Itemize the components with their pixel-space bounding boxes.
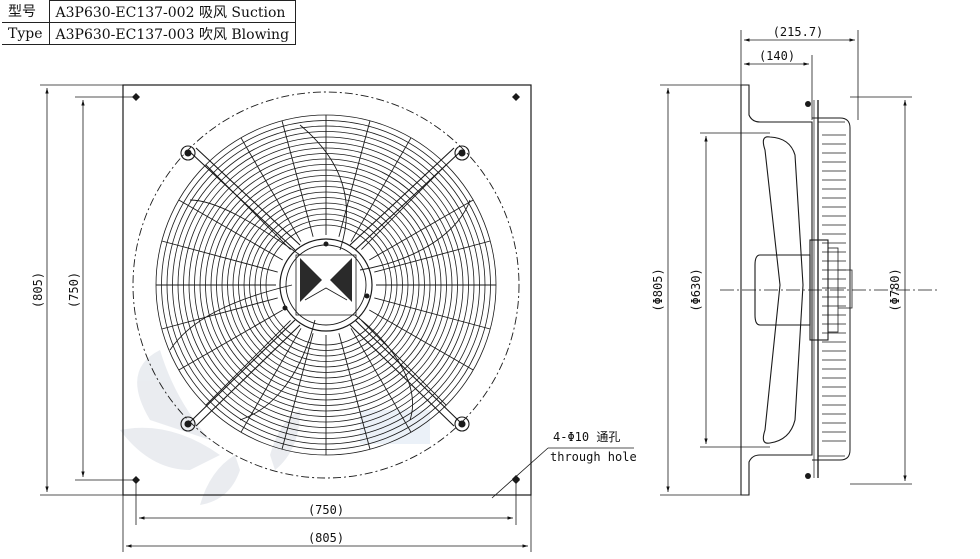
guard-strut [281, 333, 314, 450]
guard-strut [205, 164, 291, 250]
side-panel-flange [740, 84, 813, 496]
guard-strut [369, 199, 474, 261]
side-dimensions [660, 30, 912, 496]
guard-strut [361, 164, 447, 250]
dim-front-height-inner: (750) [67, 272, 81, 308]
dim-side-diameter-blade: (Φ630) [689, 268, 703, 311]
dim-front-height-outer: (805) [31, 272, 45, 308]
hole-note-count: 4-Φ10 通孔 [553, 430, 620, 444]
side-blade [762, 136, 804, 444]
hole-note-text: through hole [550, 450, 637, 464]
dim-side-diameter-outer: (Φ805) [651, 268, 665, 311]
guard-strut [178, 199, 283, 261]
guard-strut [374, 297, 491, 330]
spec-row: Type A3P630-EC137-003 吹风 Blowing [2, 22, 297, 45]
spec-row: 型号 A3P630-EC137-002 吸风 Suction [2, 0, 297, 23]
mounting-panel [122, 84, 532, 496]
spec-value: A3P630-EC137-003 吹风 Blowing [48, 22, 297, 45]
spec-value: A3P630-EC137-002 吸风 Suction [48, 0, 297, 23]
guard-strut [361, 320, 447, 406]
blade-sweep-circle [132, 91, 520, 479]
guard-strut [205, 320, 291, 406]
spec-table: 型号 A3P630-EC137-002 吸风 Suction Type A3P6… [2, 0, 297, 45]
guard-strut [240, 137, 302, 242]
guard-strut [178, 309, 283, 371]
guard-struts [156, 115, 496, 455]
side-guard [812, 117, 851, 461]
dim-side-diameter-guard: (Φ780) [888, 268, 902, 311]
side-motor [754, 254, 811, 326]
guard-strut [350, 328, 412, 433]
motor-hub [279, 238, 373, 332]
guard-strut [161, 240, 278, 273]
guard-strut [161, 297, 278, 330]
mounting-lugs [180, 145, 470, 432]
front-view [40, 84, 634, 552]
support-arms [189, 147, 461, 427]
side-view [720, 84, 940, 496]
dim-front-width-outer: (805) [308, 531, 344, 545]
dim-side-depth-part: (140) [759, 49, 795, 63]
fan-blades [169, 124, 471, 421]
front-dimensions [40, 84, 634, 552]
guard-strut [350, 137, 412, 242]
guard-strut [281, 120, 314, 237]
dim-front-width-inner: (750) [308, 503, 344, 517]
side-guard-wires [822, 134, 846, 442]
guard-strut [374, 240, 491, 273]
guard-strut [338, 333, 371, 450]
guard-strut [240, 328, 302, 433]
spec-label: Type [2, 22, 50, 45]
dim-side-depth-total: (215.7) [773, 25, 824, 39]
spec-label: 型号 [2, 0, 50, 23]
guard-strut [369, 309, 474, 371]
guard-strut [338, 120, 371, 237]
